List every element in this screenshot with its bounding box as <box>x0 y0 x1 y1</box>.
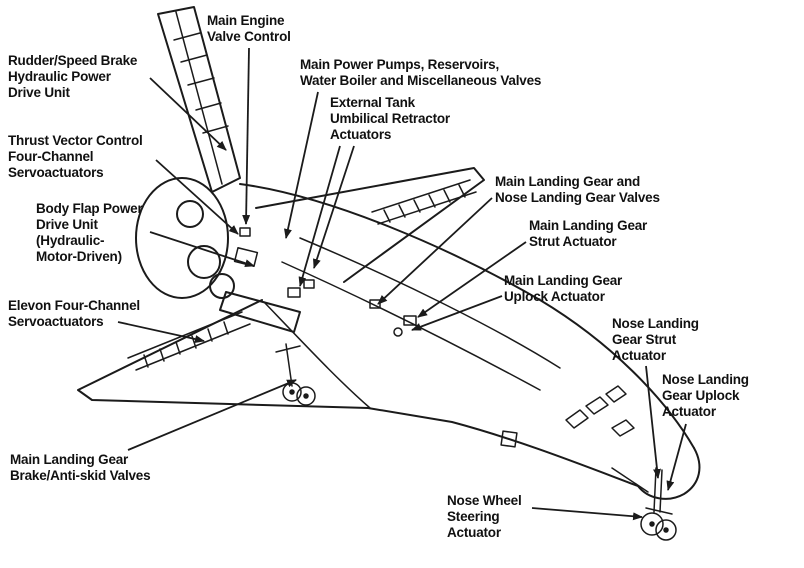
aft-fuselage-engines <box>135 177 315 299</box>
label-main-landing-gear-brake-antiskid: Main Landing Gear Brake/Anti-skid Valves <box>10 452 151 483</box>
label-nose-landing-gear-strut-actuator: Nose Landing Gear Strut Actuator <box>612 316 699 363</box>
label-external-tank-umbilical: External Tank Umbilical Retractor Actuat… <box>330 95 450 142</box>
label-body-flap-power-drive-unit: Body Flap Power Drive Unit (Hydraulic- M… <box>36 201 143 264</box>
label-main-landing-gear-strut-actuator: Main Landing Gear Strut Actuator <box>529 218 648 249</box>
leader-main-engine-valve-control <box>242 47 251 225</box>
label-main-engine-valve-control: Main Engine Valve Control <box>207 13 291 44</box>
leader-nlg-strut-actuator <box>645 365 662 479</box>
leader-et-umbilical-2 <box>313 145 355 269</box>
cockpit-windows <box>565 385 635 437</box>
leader-main-power-pumps <box>284 91 319 239</box>
body-flap <box>219 291 301 333</box>
label-main-and-nose-landing-gear-valves: Main Landing Gear and Nose Landing Gear … <box>495 174 660 205</box>
leader-mlg-brake-antiskid <box>127 379 297 451</box>
label-elevon-servoactuators: Elevon Four-Channel Servoactuators <box>8 298 140 329</box>
component-details <box>239 227 417 337</box>
leader-body-flap <box>149 231 255 268</box>
leader-lines <box>117 47 687 521</box>
leader-thrust-vector-control <box>155 159 239 235</box>
leader-rudder-speed-brake <box>149 77 227 151</box>
leader-et-umbilical-1 <box>298 145 341 287</box>
label-nose-wheel-steering-actuator: Nose Wheel Steering Actuator <box>447 493 522 540</box>
leader-mlg-uplock-actuator <box>411 295 503 331</box>
label-thrust-vector-control: Thrust Vector Control Four-Channel Servo… <box>8 133 143 180</box>
label-main-landing-gear-uplock-actuator: Main Landing Gear Uplock Actuator <box>504 273 623 304</box>
leader-mlg-strut-actuator <box>417 241 527 318</box>
label-rudder-speed-brake: Rudder/Speed Brake Hydraulic Power Drive… <box>8 53 138 100</box>
leader-elevon-servoactuators <box>117 321 205 343</box>
label-main-power-pumps: Main Power Pumps, Reservoirs, Water Boil… <box>300 57 542 88</box>
leader-nose-wheel-steering <box>531 507 643 521</box>
fuselage <box>239 183 701 500</box>
vertical-tail-fin <box>157 6 241 193</box>
leader-nlg-uplock-actuator <box>666 423 687 491</box>
label-nose-landing-gear-uplock-actuator: Nose Landing Gear Uplock Actuator <box>662 372 749 419</box>
leader-mlg-nlg-valves <box>377 197 493 305</box>
right-wing <box>255 167 485 283</box>
main-landing-gear <box>275 343 316 406</box>
